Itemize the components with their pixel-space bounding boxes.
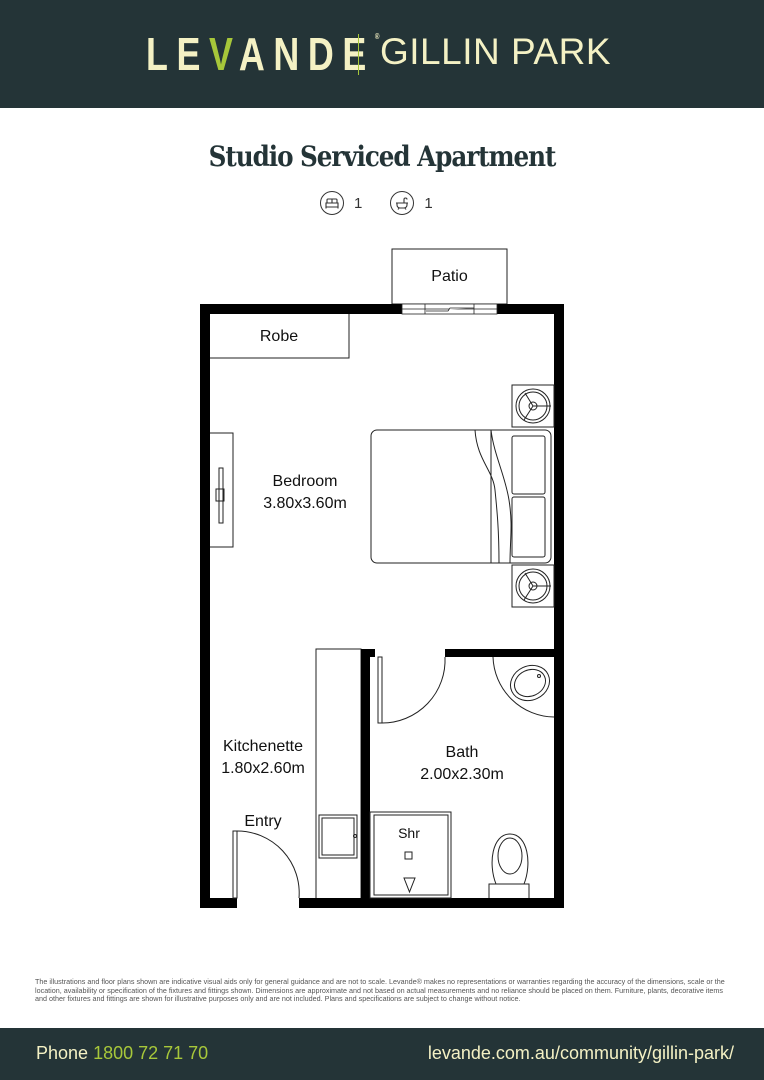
spec-summary: 1 1	[320, 191, 461, 215]
entry-label: Entry	[244, 813, 282, 830]
phone-contact: Phone 1800 72 71 70	[36, 1043, 208, 1064]
bathroom-count: 1	[390, 191, 433, 215]
bath-label: Bath 2.00x2.30m	[397, 742, 527, 786]
bedroom-count: 1	[320, 191, 362, 215]
vanity	[492, 656, 555, 718]
patio-label: Patio	[431, 268, 468, 285]
phone-number-link[interactable]: 1800 72 71 70	[93, 1043, 209, 1063]
wall-unit	[208, 432, 234, 548]
phone-label: Phone	[36, 1043, 89, 1063]
community-name: GILLIN PARK	[380, 31, 612, 72]
page-title: Studio Serviced Apartment	[208, 140, 557, 173]
bath-door	[377, 656, 446, 724]
registered-mark: ®	[374, 32, 380, 41]
disclaimer: The illustrations and floor plans shown …	[35, 977, 725, 1004]
bath-dimensions: 2.00x2.30m	[420, 766, 504, 783]
footer-banner: Phone 1800 72 71 70 levande.com.au/commu…	[0, 1028, 764, 1080]
bedroom-count-value: 1	[354, 194, 363, 212]
bed-icon	[320, 191, 344, 215]
shower-label: Shr	[398, 825, 420, 841]
logo-text-post: ANDE	[238, 28, 375, 80]
entry-door	[232, 830, 300, 899]
website-link[interactable]: levande.com.au/community/gillin-park/	[427, 1043, 734, 1063]
toilet	[488, 833, 530, 898]
shower	[369, 811, 452, 899]
bathroom-count-value: 1	[424, 194, 433, 212]
bath-name: Bath	[445, 744, 479, 761]
kitchenette-name: Kitchenette	[222, 738, 304, 755]
robe-label: Robe	[259, 328, 299, 345]
header-divider	[358, 34, 359, 75]
levande-logo: LEVANDE®	[146, 29, 445, 79]
bedroom-label: Bedroom 3.80x3.60m	[240, 471, 370, 515]
sliding-door	[401, 303, 498, 315]
bedroom-name: Bedroom	[272, 473, 338, 490]
logo-text-accent: V	[209, 28, 239, 80]
bed	[370, 384, 555, 608]
kitchenette-dimensions: 1.80x2.60m	[221, 760, 305, 777]
walls	[200, 304, 564, 908]
header-banner: LEVANDE® GILLIN PARK	[0, 0, 764, 108]
logo-text-pre: LE	[146, 28, 210, 80]
bath-icon	[390, 191, 415, 215]
bedroom-dimensions: 3.80x3.60m	[263, 495, 347, 512]
kitchenette-label: Kitchenette 1.80x2.60m	[198, 736, 328, 780]
